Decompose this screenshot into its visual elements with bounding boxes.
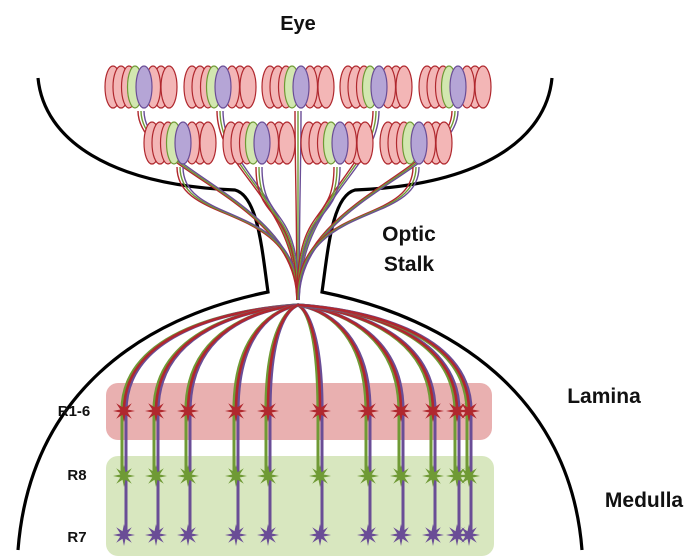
r1-6-terminal <box>145 400 167 422</box>
outer-photoreceptor <box>240 66 256 108</box>
ommatidium <box>184 66 256 108</box>
r8-terminal <box>390 465 412 487</box>
r7-terminal <box>357 524 379 546</box>
outer-photoreceptor <box>279 122 295 164</box>
r1-6-terminal <box>309 400 331 422</box>
outer-photoreceptor <box>475 66 491 108</box>
r1-6-terminal <box>390 400 412 422</box>
r7-rhabdomere <box>254 122 270 164</box>
outer-photoreceptor <box>161 66 177 108</box>
r1-6-terminal <box>357 400 379 422</box>
outer-photoreceptor <box>200 122 216 164</box>
r8-terminal <box>458 465 480 487</box>
r1-6-terminal <box>422 400 444 422</box>
optic-stalk-label-line2: Stalk <box>384 253 435 276</box>
r8-terminal <box>257 465 279 487</box>
ommatidium <box>301 122 373 164</box>
r7-rhabdomere <box>332 122 348 164</box>
r7-terminal <box>422 524 444 546</box>
r1-6-terminal <box>257 400 279 422</box>
r8-label: R8 <box>67 467 86 484</box>
r7-terminal <box>225 524 247 546</box>
ommatidium <box>105 66 177 108</box>
r7-rhabdomere <box>450 66 466 108</box>
r1-6-label: R1-6 <box>58 403 91 420</box>
optic-stalk-label-line1: Optic <box>382 223 436 246</box>
ommatidium <box>340 66 412 108</box>
r7-terminal <box>145 524 167 546</box>
r7-terminal <box>390 524 412 546</box>
r7-rhabdomere <box>293 66 309 108</box>
outer-photoreceptor <box>318 66 334 108</box>
r7-terminal <box>177 524 199 546</box>
ommatidium <box>144 122 216 164</box>
lamina-label: Lamina <box>567 385 641 408</box>
r7-terminal <box>257 524 279 546</box>
outer-photoreceptor <box>396 66 412 108</box>
ommatidium-fiber <box>256 167 297 300</box>
ommatidium <box>223 122 295 164</box>
ommatidium <box>380 122 452 164</box>
r7-rhabdomere <box>411 122 427 164</box>
eye-label: Eye <box>280 13 316 35</box>
r7-rhabdomere <box>371 66 387 108</box>
r8-terminal <box>225 465 247 487</box>
medulla-label: Medulla <box>605 489 683 512</box>
r1-6-terminal <box>177 400 199 422</box>
r7-terminal <box>309 524 331 546</box>
r1-6-terminal <box>225 400 247 422</box>
r8-terminal <box>113 465 135 487</box>
outer-photoreceptor <box>357 122 373 164</box>
r1-6-terminal <box>458 400 480 422</box>
r8-terminal <box>145 465 167 487</box>
r1-6-terminal <box>113 400 135 422</box>
r7-label: R7 <box>67 529 86 546</box>
r7-rhabdomere <box>215 66 231 108</box>
ommatidium-fiber <box>299 167 340 300</box>
r7-rhabdomere <box>175 122 191 164</box>
ommatidium <box>419 66 491 108</box>
r7-terminal <box>113 524 135 546</box>
r8-terminal <box>357 465 379 487</box>
r7-rhabdomere <box>136 66 152 108</box>
r8-terminal <box>422 465 444 487</box>
r8-terminal <box>309 465 331 487</box>
outer-photoreceptor <box>436 122 452 164</box>
r8-terminal <box>177 465 199 487</box>
ommatidium <box>262 66 334 108</box>
r7-terminal <box>458 524 480 546</box>
